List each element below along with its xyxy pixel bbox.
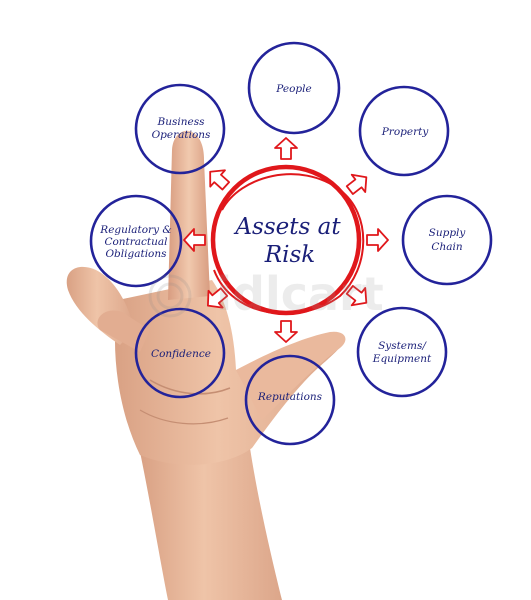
node-label: Chain bbox=[431, 241, 462, 253]
center-label-line-2: Risk bbox=[264, 242, 315, 268]
node-ring bbox=[358, 85, 450, 177]
node-systems-equipment: Systems/ Equipment bbox=[356, 306, 448, 398]
connector-arrows bbox=[183, 137, 389, 343]
arrow-to-business-operations bbox=[209, 169, 231, 191]
node-label: People bbox=[275, 83, 311, 95]
node-regulatory: Regulatory & Contractual Obligations bbox=[89, 194, 183, 288]
node-supply-chain: Supply Chain bbox=[401, 194, 493, 286]
node-label: Confidence bbox=[151, 348, 211, 360]
center-label-line-1: Assets at bbox=[233, 214, 341, 240]
hand-illustration bbox=[66, 130, 346, 600]
arrow-to-regulatory bbox=[183, 228, 206, 252]
node-label: Operations bbox=[152, 129, 211, 141]
node-ring bbox=[401, 194, 493, 286]
arrow-to-systems-equipment bbox=[345, 285, 368, 307]
arrow-to-supply-chain bbox=[366, 228, 389, 252]
node-label: Reputations bbox=[257, 391, 323, 403]
node-label: Regulatory & bbox=[99, 224, 171, 236]
center-ring-sketch bbox=[213, 173, 365, 315]
center-node: Assets at Risk bbox=[210, 164, 365, 316]
node-label: Systems/ bbox=[378, 340, 427, 352]
arrow-to-reputations bbox=[274, 320, 298, 343]
node-label: Supply bbox=[429, 227, 467, 239]
node-business-operations: Business Operations bbox=[134, 83, 226, 175]
node-reputations: Reputations bbox=[244, 354, 336, 446]
watermark: idlcart bbox=[148, 267, 384, 321]
node-label: Obligations bbox=[105, 248, 167, 260]
node-ring bbox=[244, 354, 336, 446]
node-ring bbox=[134, 307, 226, 399]
node-label: Business bbox=[157, 116, 206, 128]
node-label: Equipment bbox=[372, 353, 432, 365]
node-label: Contractual bbox=[104, 236, 167, 248]
node-people: People bbox=[247, 41, 341, 135]
svg-text:idlcart: idlcart bbox=[216, 267, 383, 321]
arrow-to-people bbox=[274, 137, 298, 160]
node-ring bbox=[247, 41, 341, 135]
node-property: Property bbox=[358, 85, 450, 177]
node-label: Property bbox=[381, 126, 430, 138]
node-ring bbox=[134, 83, 226, 175]
arrow-to-confidence bbox=[207, 287, 229, 309]
node-ring bbox=[89, 194, 183, 288]
arrow-to-property bbox=[345, 173, 368, 195]
node-confidence: Confidence bbox=[134, 307, 226, 399]
node-ring bbox=[356, 306, 448, 398]
